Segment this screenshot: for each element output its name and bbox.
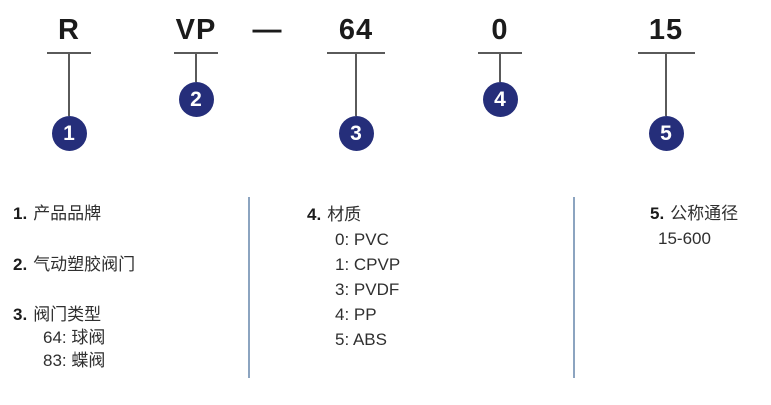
column-divider-right — [573, 197, 575, 378]
number-badge-3: 3 — [338, 116, 374, 151]
number-badge-2: 2 — [178, 82, 214, 117]
underline — [47, 52, 91, 54]
legend-sub-pp: 4: PP — [335, 305, 377, 324]
legend-column-middle: 4. 材质 0: PVC 1: CPVP 3: PVDF 4: PP 5: AB… — [307, 202, 400, 352]
legend-item-valve-type: 3. 阀门类型 — [13, 303, 135, 326]
legend-item-number: 4. — [307, 205, 322, 224]
legend-item-brand: 1. 产品品牌 — [13, 202, 135, 225]
legend-item-number: 3. — [13, 305, 28, 324]
code-segment-diameter: 15 5 — [621, 14, 711, 151]
code-number-valve-type: 64 — [338, 14, 374, 46]
legend-item-number: 1. — [13, 204, 28, 223]
legend-item-text: 产品品牌 — [33, 204, 102, 223]
legend-item-series: 2. 气动塑胶阀门 — [13, 253, 135, 276]
legend-sub-abs: 5: ABS — [335, 330, 387, 349]
code-segment-series: VP 2 — [151, 14, 241, 117]
number-badge-4: 4 — [482, 82, 518, 117]
legend-sub-diameter-range: 15-600 — [658, 229, 711, 248]
legend-sub-cpvp: 1: CPVP — [335, 255, 401, 274]
code-separator-dash: — — [252, 14, 282, 46]
code-letter-series: VP — [175, 14, 217, 46]
code-number-material: 0 — [491, 14, 509, 46]
legend-sub-ball-valve: 64: 球阀 — [43, 328, 106, 347]
legend-sub-pvc: 0: PVC — [335, 230, 389, 249]
code-number-diameter: 15 — [648, 14, 684, 46]
legend-item-number: 5. — [650, 204, 665, 223]
code-segment-brand: R 1 — [24, 14, 114, 151]
connector-line — [68, 54, 70, 116]
underline — [327, 52, 385, 54]
legend-column-left: 1. 产品品牌 2. 气动塑胶阀门 3. 阀门类型 64: 球阀 83: 蝶阀 — [13, 202, 135, 372]
connector-line — [665, 54, 667, 116]
code-segment-material: 0 4 — [455, 14, 545, 117]
legend-sub-butterfly-valve: 83: 蝶阀 — [43, 351, 106, 370]
underline — [174, 52, 218, 54]
legend-item-number: 2. — [13, 255, 28, 274]
legend-item-text: 气动塑胶阀门 — [33, 255, 136, 274]
legend-column-right: 5. 公称通径 15-600 — [650, 201, 738, 251]
legend-item-text: 公称通径 — [670, 204, 739, 223]
number-badge-1: 1 — [51, 116, 87, 151]
code-letter-brand: R — [58, 14, 80, 46]
column-divider-left — [248, 197, 250, 378]
connector-line — [195, 54, 197, 82]
connector-line — [355, 54, 357, 116]
legend-item-diameter: 5. 公称通径 — [650, 201, 738, 226]
underline — [478, 52, 522, 54]
legend-item-material: 4. 材质 — [307, 202, 400, 227]
legend-sub-pvdf: 3: PVDF — [335, 280, 400, 299]
legend-item-text: 材质 — [327, 205, 362, 224]
code-segment-valve-type: 64 3 — [311, 14, 401, 151]
underline — [637, 52, 695, 54]
number-badge-5: 5 — [648, 116, 684, 151]
connector-line — [499, 54, 501, 82]
legend-item-text: 阀门类型 — [33, 305, 102, 324]
